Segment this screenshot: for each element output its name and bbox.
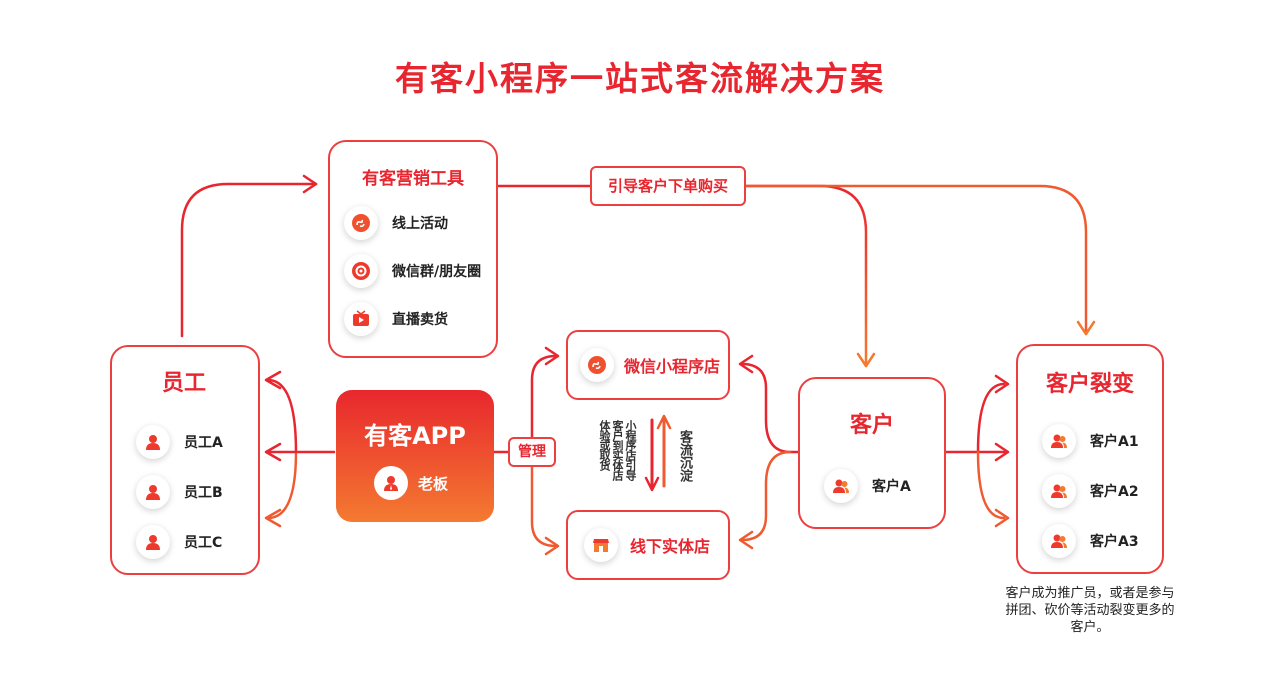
mini-program-icon (344, 206, 378, 240)
staff-item-c: 员工C (136, 525, 222, 559)
arrowhead (994, 374, 1010, 394)
fission-bottom-branch (976, 450, 1006, 520)
arrowhead (544, 346, 560, 366)
boss-label: 老板 (418, 474, 449, 493)
staff-card: 员工 员工A 员工B 员工C (110, 345, 260, 575)
boss-person-icon (374, 466, 408, 500)
person-icon (136, 425, 170, 459)
app-to-staff-bottom (266, 450, 298, 520)
wechat-moments-icon (344, 254, 378, 288)
manage-label: 管理 (508, 437, 556, 467)
marketing-item-label: 线上活动 (392, 216, 448, 232)
staff-to-marketing-line (180, 182, 318, 338)
fission-top-branch (976, 382, 1006, 454)
storefront-icon (584, 528, 618, 562)
app-to-staff-top (266, 378, 298, 454)
arrowhead (738, 530, 754, 550)
guide-to-store-text: 小程序店引导 客户到实体店 体验或取货 (598, 420, 637, 490)
arrowhead (856, 352, 876, 368)
manage-to-offline-line (530, 464, 558, 548)
customer-item-label: 客户A (872, 479, 911, 495)
offline-store-label: 线下实体店 (630, 537, 711, 556)
people-icon (1042, 474, 1076, 508)
customer-item: 客户A (824, 469, 911, 503)
mini-store-label: 微信小程序店 (624, 357, 721, 376)
arrowhead (264, 370, 282, 390)
guide-text-line: 客户到实体店 (611, 420, 624, 480)
arrowhead (264, 508, 282, 528)
traffic-retention-text: 客流沉淀 (677, 430, 692, 482)
mini-store-item: 微信小程序店 (580, 348, 720, 382)
arrowhead (544, 536, 560, 556)
fission-item-label: 客户A2 (1090, 484, 1139, 500)
customer-to-offline-line (740, 450, 792, 542)
guide-text-line: 体验或取货 (598, 420, 611, 470)
staff-item-a: 员工A (136, 425, 223, 459)
staff-title: 员工 (162, 371, 207, 396)
arrowhead (656, 414, 672, 430)
arrowhead (738, 354, 754, 374)
person-icon (136, 475, 170, 509)
arrowhead (644, 476, 660, 492)
fission-item-a3: 客户A3 (1042, 524, 1139, 558)
arrowhead (264, 442, 282, 462)
offline-store-item: 线下实体店 (584, 528, 710, 562)
offline-store-card: 线下实体店 (566, 510, 730, 580)
customer-title: 客户 (849, 413, 894, 438)
mini-program-icon (580, 348, 614, 382)
fission-item-a1: 客户A1 (1042, 424, 1139, 458)
page-title: 有客小程序一站式客流解决方案 (395, 59, 885, 98)
arrowhead (994, 442, 1010, 462)
mini-program-store-card: 微信小程序店 (566, 330, 730, 400)
people-icon (824, 469, 858, 503)
customer-fission-card: 客户裂变 客户A1 客户A2 客户A3 (1016, 344, 1164, 574)
fission-item-a2: 客户A2 (1042, 474, 1139, 508)
people-icon (1042, 424, 1076, 458)
fission-item-label: 客户A1 (1090, 434, 1139, 450)
manage-to-mini-line (530, 354, 558, 440)
marketing-item-label: 微信群/朋友圈 (392, 264, 482, 280)
arrowhead (1076, 320, 1096, 336)
marketing-item-wechat: 微信群/朋友圈 (344, 254, 481, 288)
youke-app-box: 有客APP 老板 (336, 390, 494, 522)
live-tv-icon (344, 302, 378, 336)
staff-item-label: 员工C (184, 535, 223, 551)
marketing-item-label: 直播卖货 (392, 312, 448, 328)
fission-note: 客户成为推广员，或者是参与拼团、砍价等活动裂变更多的客户。 (1005, 586, 1175, 635)
staff-item-b: 员工B (136, 475, 223, 509)
customer-card: 客户 客户A (798, 377, 946, 529)
marketing-item-online: 线上活动 (344, 206, 448, 240)
staff-item-label: 员工A (184, 435, 223, 451)
person-icon (136, 525, 170, 559)
customer-to-mini-line (740, 362, 792, 454)
guide-purchase-label: 引导客户下单购买 (590, 166, 746, 206)
people-icon (1042, 524, 1076, 558)
guide-text-line: 小程序店引导 (624, 420, 637, 480)
arrowhead (994, 508, 1010, 528)
guide-to-fission-line (742, 184, 1088, 336)
fission-title: 客户裂变 (1045, 372, 1134, 397)
staff-item-label: 员工B (184, 485, 223, 501)
marketing-tools-card: 有客营销工具 线上活动 微信群/朋友圈 直播卖货 (328, 140, 498, 358)
boss-item: 老板 (374, 466, 448, 500)
app-title: 有客APP (364, 422, 466, 450)
marketing-tools-title: 有客营销工具 (362, 169, 464, 189)
arrowhead (302, 174, 318, 194)
marketing-item-live: 直播卖货 (344, 302, 448, 336)
fission-item-label: 客户A3 (1090, 534, 1139, 550)
